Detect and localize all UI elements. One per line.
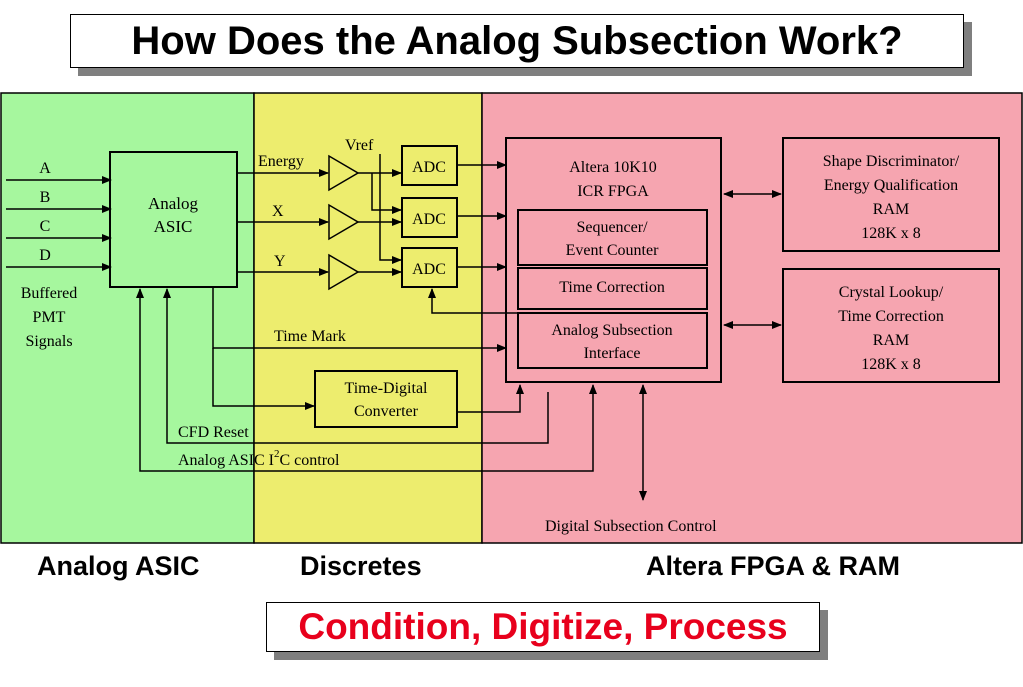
x-amplifier: [328, 203, 360, 241]
vref-label: Vref: [345, 137, 374, 154]
adc-x: [401, 197, 458, 238]
section-label-analog: Analog ASIC: [37, 551, 200, 581]
tdc-label-line2: Converter: [354, 403, 419, 420]
analog-asic-block: [109, 151, 238, 288]
sequencer-label-line1: Sequencer/: [576, 219, 648, 236]
time-mark-label: Time Mark: [274, 328, 346, 345]
shape-ram-line3: RAM: [873, 201, 909, 218]
adc-x-label: ADC: [412, 211, 446, 228]
y-amplifier: [328, 253, 360, 291]
sequencer-block: [517, 209, 708, 266]
analog-interface-block: [517, 312, 708, 369]
adc-y-label: ADC: [412, 261, 446, 278]
sequencer-label-line2: Event Counter: [566, 242, 660, 259]
crystal-ram-line3: RAM: [873, 332, 909, 349]
shape-ram-line1: Shape Discriminator/: [823, 153, 960, 170]
buffered-label-line1: Buffered: [21, 285, 78, 302]
input-label-b: B: [40, 189, 51, 206]
crystal-ram-line1: Crystal Lookup/: [839, 284, 944, 301]
buffered-label-line3: Signals: [25, 333, 72, 350]
ref-line-1: [371, 173, 402, 214]
energy-label: Energy: [258, 153, 304, 170]
section-label-discretes: Discretes: [300, 551, 422, 581]
asic-label-line2: ASIC: [154, 217, 193, 236]
caption: Condition, Digitize, Process: [298, 606, 788, 647]
i2c-suffix: C control: [280, 452, 341, 469]
crystal-ram-line4: 128K x 8: [861, 356, 921, 373]
time-correction-label: Time Correction: [559, 279, 665, 296]
adc-energy-label: ADC: [412, 159, 446, 176]
shape-ram-block: [782, 137, 1000, 252]
crystal-ram-line2: Time Correction: [838, 308, 944, 325]
cfd-reset-label: CFD Reset: [178, 424, 249, 441]
x-label: X: [272, 203, 284, 220]
i2c-prefix: Analog ASIC I: [178, 452, 274, 469]
crystal-ram-block: [782, 268, 1000, 383]
ref-line-2: [379, 162, 402, 264]
title-box: How Does the Analog Subsection Work?: [70, 14, 964, 68]
y-label: Y: [274, 253, 286, 270]
input-label-a: A: [39, 160, 51, 177]
i2c-superscript: 2: [274, 448, 280, 460]
input-label-d: D: [39, 247, 51, 264]
input-label-c: C: [40, 218, 51, 235]
shape-ram-line2: Energy Qualification: [824, 177, 958, 194]
digital-control-label: Digital Subsection Control: [545, 518, 717, 535]
asic-label-line1: Analog: [148, 194, 199, 213]
fpga-title-line2: ICR FPGA: [577, 183, 649, 200]
shape-ram-line4: 128K x 8: [861, 225, 921, 242]
tdc-output-line: [457, 384, 524, 413]
section-label-fpga: Altera FPGA & RAM: [646, 551, 901, 581]
i2c-control-line: [136, 288, 597, 472]
buffered-label-line2: PMT: [33, 309, 66, 326]
fpga-title-line1: Altera 10K10: [569, 159, 657, 176]
analog-interface-label-line1: Analog Subsection: [551, 322, 672, 339]
tdc-label-line1: Time-Digital: [345, 380, 429, 397]
caption-box: Condition, Digitize, Process: [266, 602, 820, 652]
fpga-block: [505, 137, 722, 383]
time-correction-block: [517, 267, 708, 310]
i2c-control-label: Analog ASIC I2C control: [178, 448, 340, 469]
analog-interface-label-line2: Interface: [584, 345, 641, 362]
page-title: How Does the Analog Subsection Work?: [131, 18, 903, 63]
energy-amplifier: [328, 154, 360, 192]
